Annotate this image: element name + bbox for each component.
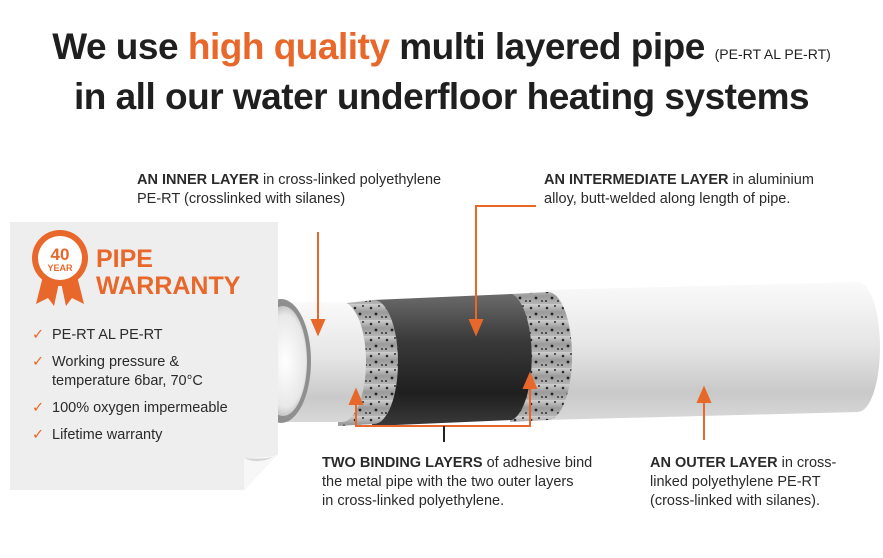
- warranty-title: PIPE WARRANTY: [96, 246, 240, 300]
- feature-text: PE-RT AL PE-RT: [52, 327, 163, 343]
- headline-prefix: We use: [52, 26, 188, 67]
- headline-pipe-type: (PE-RT AL PE-RT): [714, 46, 831, 62]
- outer-layer: [545, 282, 880, 420]
- callout-intermediate-rest: in aluminium: [728, 172, 814, 188]
- callout-inner-line2: PE-RT (crosslinked with silanes): [137, 191, 346, 207]
- callout-inner-layer: AN INNER LAYER in cross-linked polyethyl…: [137, 171, 487, 209]
- callout-outer-layer: AN OUTER LAYER in cross- linked polyethy…: [650, 454, 870, 511]
- badge-label: YEAR: [47, 263, 73, 273]
- arrow-binding-1: [348, 387, 364, 405]
- connector-intermediate: [475, 205, 536, 322]
- callout-intermediate-bold: AN INTERMEDIATE LAYER: [544, 172, 729, 188]
- headline-line-2: in all our water underfloor heating syst…: [73, 76, 810, 117]
- feature-item: ✓ Working pressure & temperature 6bar, 70°…: [32, 353, 228, 391]
- callout-inner-rest: in cross-linked polyethylene: [258, 172, 442, 188]
- warranty-title-line1: PIPE: [96, 245, 153, 273]
- callout-inner-bold: AN INNER LAYER: [137, 172, 259, 188]
- headline-line-1: We use high quality multi layered pipe (…: [0, 26, 883, 68]
- aluminium-layer: [372, 294, 532, 426]
- headline-suffix: multi layered pipe: [389, 26, 715, 67]
- feature-text: 100% oxygen impermeable: [52, 400, 228, 416]
- arrow-outer: [696, 385, 712, 403]
- warranty-card: 40 YEAR PIPE WARRANTY ✓ PE-RT AL PE-RT ✓ W…: [10, 222, 282, 490]
- feature-text: Working pressure &: [52, 354, 180, 370]
- callout-outer-bold: AN OUTER LAYER: [650, 455, 778, 471]
- callout-intermediate-layer: AN INTERMEDIATE LAYER in aluminium alloy…: [544, 171, 854, 209]
- callout-outer-line3: (cross-linked with silanes).: [650, 493, 821, 509]
- callout-binding-line2: the metal pipe with the two outer layers: [322, 474, 574, 490]
- checkmark-icon: ✓: [32, 427, 45, 443]
- headline-highlight: high quality: [187, 26, 390, 67]
- warranty-feature-list: ✓ PE-RT AL PE-RT ✓ Working pressure & tempe…: [32, 326, 228, 453]
- feature-text-line2: temperature 6bar, 70°C: [52, 373, 203, 389]
- checkmark-icon: ✓: [32, 327, 45, 343]
- arrow-binding-2: [522, 371, 538, 389]
- warranty-badge-icon: 40 YEAR: [32, 230, 88, 306]
- feature-text: Lifetime warranty: [52, 427, 163, 443]
- feature-item: ✓ Lifetime warranty: [32, 426, 228, 445]
- feature-item: ✓ 100% oxygen impermeable: [32, 399, 228, 418]
- callout-binding-rest: of adhesive bind: [482, 455, 593, 471]
- callout-outer-line2: linked polyethylene PE-RT: [650, 474, 821, 490]
- callout-binding-line3: in cross-linked polyethylene.: [322, 493, 505, 509]
- feature-item: ✓ PE-RT AL PE-RT: [32, 326, 228, 345]
- badge-number: 40: [51, 245, 70, 264]
- callout-outer-rest: in cross-: [777, 455, 837, 471]
- arrow-intermediate: [468, 319, 484, 337]
- checkmark-icon: ✓: [32, 354, 45, 370]
- callout-intermediate-line2: alloy, butt-welded along length of pipe.: [544, 191, 791, 207]
- warranty-title-line2: WARRANTY: [96, 272, 241, 300]
- callout-binding-layers: TWO BINDING LAYERS of adhesive bind the …: [322, 454, 642, 511]
- checkmark-icon: ✓: [32, 400, 45, 416]
- arrow-inner: [310, 319, 326, 337]
- callout-binding-bold: TWO BINDING LAYERS: [322, 455, 483, 471]
